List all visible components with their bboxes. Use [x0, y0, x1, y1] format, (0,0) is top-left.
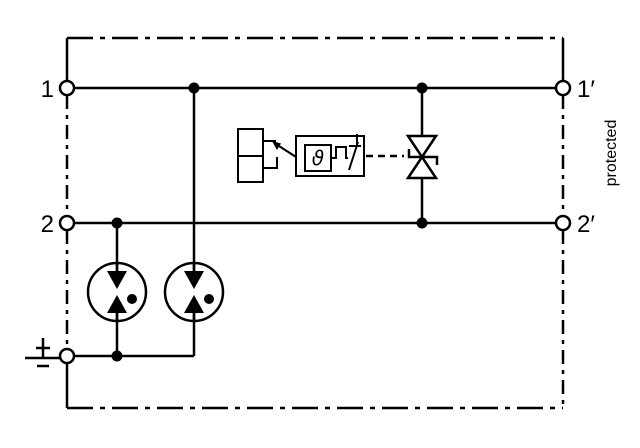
terminal-2: [58, 214, 76, 232]
diode-zener-bar: [407, 149, 439, 165]
indicator-switch-arrowhead: [272, 141, 281, 150]
indicator-green-box: [237, 128, 264, 157]
terminal-1-prime: [554, 79, 572, 97]
thermal-disconnector: ϑ: [295, 134, 365, 177]
terminal-2-prime-label: 2′: [577, 211, 595, 238]
diode-triangle-top: [405, 134, 439, 160]
terminal-1-prime-label: 1′: [577, 76, 595, 103]
terminal-2-label: 2: [41, 211, 54, 238]
indicator-red-box: [237, 155, 264, 183]
theta-symbol: ϑ: [312, 146, 324, 170]
gdt-arrow-down: [107, 271, 127, 289]
gdt-gas-dot: [127, 294, 137, 304]
gas-discharge-tube-1: [86, 261, 148, 323]
gas-discharge-tube-2: [163, 261, 225, 323]
junction-dot: [111, 350, 123, 362]
terminal-1-label: 1: [41, 76, 54, 103]
earth-icon: [25, 338, 60, 368]
diode-triangle-bottom: [405, 154, 439, 180]
junction-dot: [188, 82, 200, 94]
thermal-box: [295, 135, 365, 177]
gdt-arrow-up: [184, 295, 204, 313]
status-indicator: [237, 128, 297, 183]
gdt-circle: [86, 261, 148, 323]
gdt-arrow-down: [184, 271, 204, 289]
bidirectional-suppressor-diode: [405, 134, 439, 180]
terminal-earth: [58, 347, 76, 365]
enclosure-border: [65, 36, 565, 410]
terminal-1: [58, 79, 76, 97]
junction-dot: [111, 217, 123, 229]
protected-label: protected: [603, 120, 620, 187]
indicator-switch-arm: [278, 145, 297, 158]
gdt-gas-dot: [204, 294, 214, 304]
junction-dot: [416, 82, 428, 94]
step-waveform: [331, 146, 348, 159]
terminal-2-prime: [554, 214, 572, 232]
indicator-red-contact: [263, 157, 278, 169]
junction-dot: [416, 217, 428, 229]
gdt-arrow-up: [107, 295, 127, 313]
gdt-circle: [163, 261, 225, 323]
